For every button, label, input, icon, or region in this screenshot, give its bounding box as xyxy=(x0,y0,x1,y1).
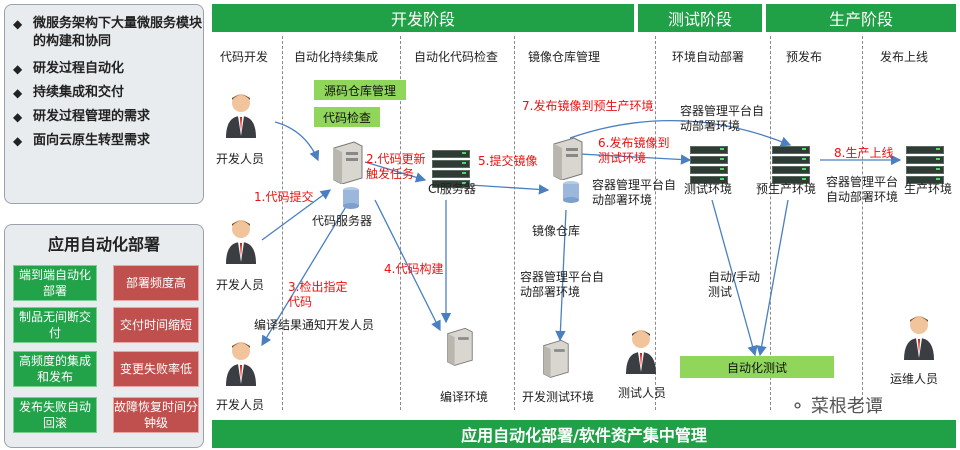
column-header: 自动化持续集成 xyxy=(294,50,379,64)
step-6-label: 6.发布镜像到测试环境 xyxy=(598,136,670,165)
test-env-label: 测试环境 xyxy=(684,182,733,196)
benefit-green: 端到端自动化部署 xyxy=(13,265,97,301)
developer-label: 开发人员 xyxy=(216,278,265,292)
build-env-icon xyxy=(447,327,473,366)
image-repo-label: 镜像仓库 xyxy=(532,224,581,238)
registry-server-icon xyxy=(553,137,583,180)
code-check-tag: 代码检查 xyxy=(314,107,380,127)
developer-icon xyxy=(226,220,256,264)
column-divider xyxy=(400,36,401,410)
bullet-item: 微服务架构下大量微服务模块的构建和协同 xyxy=(13,15,203,51)
container-platform-label: 容器管理平台自动部署环境 xyxy=(592,178,677,207)
database-icon xyxy=(343,187,359,209)
arrow-ci-to-repo xyxy=(469,184,550,195)
bullet-item: 研发过程自动化 xyxy=(13,57,203,81)
bottom-banner: 应用自动化部署/软件资产集中管理 xyxy=(212,420,956,448)
arrow-server-to-ci xyxy=(364,161,427,183)
prod-env-label: 生产环境 xyxy=(904,182,953,196)
column-header: 预发布 xyxy=(786,50,823,64)
ops-icon xyxy=(904,316,934,360)
benefit-red: 部署频度高 xyxy=(113,265,199,301)
prod-env-icon xyxy=(906,146,944,186)
arrow-dev1-to-server xyxy=(274,121,320,162)
bullet-item: 持续集成和交付 xyxy=(13,81,203,105)
auto-deploy-panel: 应用自动化部署 端到端自动化部署 部署频度高 制品无间断交付 交付时间缩短 高频… xyxy=(4,224,204,448)
phase-prod: 生产阶段 xyxy=(766,4,956,32)
developer-label: 开发人员 xyxy=(216,152,265,166)
column-divider xyxy=(770,36,771,410)
bullet-item: 研发过程管理的需求 xyxy=(13,105,203,129)
watermark: ⚬ 菜根老谭 xyxy=(790,392,883,418)
column-header: 镜像仓库管理 xyxy=(528,50,601,64)
benefit-green: 发布失败自动回滚 xyxy=(13,397,97,433)
column-header: 代码开发 xyxy=(220,50,269,64)
arrow-build-path xyxy=(374,199,441,332)
step-2-label: 2.代码更新触发任务 xyxy=(366,152,426,181)
repo-management-tag: 源码仓库管理 xyxy=(314,80,406,100)
requirements-panel: 微服务架构下大量微服务模块的构建和协同 研发过程自动化 持续集成和交付 研发过程… xyxy=(4,4,204,204)
tester-label: 测试人员 xyxy=(618,386,667,400)
code-server-label: 代码服务器 xyxy=(312,214,373,228)
benefit-red: 交付时间缩短 xyxy=(113,307,199,343)
step-4-label: 4.代码构建 xyxy=(384,262,444,276)
phase-test: 测试阶段 xyxy=(638,4,762,32)
benefit-green: 高频度的集成和发布 xyxy=(13,351,97,387)
arrow-repo-to-test xyxy=(579,153,692,165)
wechat-icon: ⚬ xyxy=(790,396,806,417)
column-divider xyxy=(862,36,863,410)
preprod-env-icon xyxy=(772,146,810,186)
developer-icon xyxy=(226,94,256,138)
dev-test-env-icon xyxy=(543,339,569,378)
benefit-red: 变更失败率低 xyxy=(113,351,199,387)
auto-test-tag: 自动化测试 xyxy=(680,356,834,378)
watermark-text: 菜根老谭 xyxy=(810,396,883,417)
phase-dev: 开发阶段 xyxy=(212,4,634,32)
auto-manual-test-note: 自动/手动测试 xyxy=(708,270,761,299)
column-header: 环境自动部署 xyxy=(672,50,745,64)
notify-note: 编译结果通知开发人员 xyxy=(254,318,375,332)
dev-test-env-label: 开发测试环境 xyxy=(522,390,595,404)
container-platform-label: 容器管理平台自动部署环境 xyxy=(826,175,899,204)
step-5-label: 5.提交镜像 xyxy=(478,154,538,168)
test-env-icon xyxy=(690,146,728,186)
step-7-label: 7.发布镜像到预生产环境 xyxy=(522,99,654,113)
arrow-test-to-autotest xyxy=(711,199,758,357)
column-divider xyxy=(282,36,283,410)
arrow-repo-to-preprod xyxy=(569,119,792,147)
container-platform-label: 容器管理平台自动部署环境 xyxy=(680,104,765,133)
tester-icon xyxy=(626,330,656,374)
arrow-repo-to-devtest xyxy=(555,209,567,342)
step-8-label: 8.生产上线 xyxy=(834,146,894,160)
database-icon xyxy=(563,181,579,203)
column-divider xyxy=(655,36,656,410)
preprod-env-label: 预生产环境 xyxy=(756,182,817,196)
ci-server-label: CI服务器 xyxy=(428,182,476,196)
step-3-label: 3.检出指定代码 xyxy=(288,280,348,309)
developer-label: 开发人员 xyxy=(216,398,265,412)
auto-deploy-title: 应用自动化部署 xyxy=(47,235,160,254)
benefit-green: 制品无间断交付 xyxy=(13,307,97,343)
benefit-red: 故障恢复时间分钟级 xyxy=(113,397,199,433)
arrow-preprod-to-autotest xyxy=(756,199,789,357)
ops-label: 运维人员 xyxy=(890,372,939,386)
container-platform-label: 容器管理平台自动部署环境 xyxy=(520,270,605,299)
step-1-label: 1.代码提交 xyxy=(254,190,314,204)
code-server-icon xyxy=(333,141,363,184)
build-env-label: 编译环境 xyxy=(440,390,489,404)
bullet-item: 面向云原生转型需求 xyxy=(13,129,203,153)
ci-server-icon xyxy=(432,150,470,190)
arrow-notify-dev3 xyxy=(261,199,351,347)
column-header: 发布上线 xyxy=(880,50,929,64)
arrow-dev2-to-server xyxy=(261,189,332,241)
column-divider xyxy=(514,36,515,410)
column-header: 自动化代码检查 xyxy=(414,50,499,64)
developer-icon xyxy=(226,342,256,386)
